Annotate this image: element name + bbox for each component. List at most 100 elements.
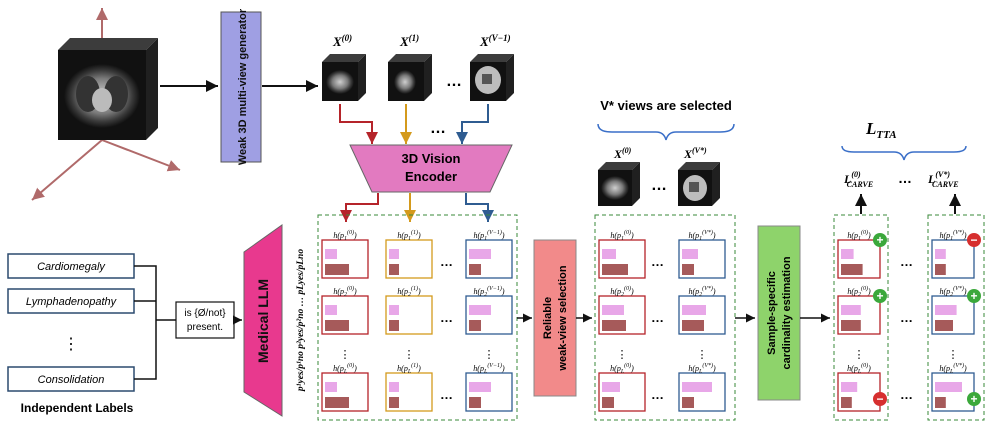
col-vdots: ⋮ [484,349,495,361]
selected-cell-0-0: h(p1(0)) [598,229,646,279]
weak-multiview-generator: Weak 3D multi-view generator [220,8,262,165]
generator-label: Weak 3D multi-view generator [237,8,249,165]
minus-badge: − [967,233,981,247]
col-vdots: ⋮ [617,349,628,361]
row-ellipsis: … [440,254,453,269]
cell-view0-label1: h(p2(0)) [321,285,369,335]
cell-view2-label2: h(pL(V−1)) [465,362,513,412]
selected-cube-vstar [678,162,720,206]
yes-probability-bar [682,382,712,392]
plus-badge: + [873,233,887,247]
yes-probability-bar [841,382,858,392]
yes-probability-bar [325,382,337,392]
selected-cube-0 [598,162,640,206]
cell-score-label: h(p2(0)) [847,285,871,298]
yes-probability-bar [935,382,962,392]
arrows-ellipsis: … [430,120,446,137]
svg-text:+: + [970,289,977,303]
minus-badge: − [873,392,887,406]
view-label-v-1: X(V−1) [479,33,511,49]
arrows-encoder-to-grid [340,193,494,222]
yes-probability-bar [469,305,491,315]
row-ellipsis: … [440,387,453,402]
selected-brace [597,123,735,141]
yes-probability-bar [389,249,399,259]
no-probability-bar [841,397,852,408]
cardinality-estimation: Sample-specific cardinality estimation [757,225,801,401]
cell-score-label: h(pL(0)) [610,362,634,375]
view-label-0: X(0) [332,33,352,49]
svg-text:−: − [876,392,883,406]
loss-cell-1-0: h(p1(V*)) [931,229,975,279]
no-probability-bar [469,397,481,408]
row-ellipsis: … [900,310,913,325]
loss-ellipsis: … [898,170,912,186]
no-probability-bar [841,320,861,331]
input-ct-volume [31,8,181,201]
cell-view0-label2: h(pL(0)) [321,362,369,412]
no-probability-bar [935,320,953,331]
label-box-cardiomegaly [7,253,135,279]
row-ellipsis: … [651,254,664,269]
yes-probability-bar [325,305,337,315]
row-ellipsis: … [651,387,664,402]
selection-line2: weak-view selection [557,265,569,371]
cell-score-label: h(p1(0)) [847,229,871,242]
grid-loss-frame-vstar [927,214,985,421]
cardinality-line1: Sample-specific [766,271,778,355]
yes-probability-bar [841,305,861,315]
selected-cell-1-1: h(p2(V*)) [678,285,726,335]
cell-score-label: h(p1(V*)) [688,229,715,242]
cell-score-label: h(pL(V*)) [688,362,716,375]
col-vdots: ⋮ [340,349,351,361]
cardinality-line2: cardinality estimation [781,256,793,369]
cell-score-label: h(p1(0)) [610,229,634,242]
cell-view1-label0: h(p1(1)) [385,229,433,279]
no-probability-bar [325,264,349,275]
no-probability-bar [841,264,863,275]
yes-probability-bar [469,249,491,259]
yes-probability-bar [602,382,620,392]
cell-view1-label2: h(pL(1)) [385,362,433,412]
cell-score-label: h(p1(V−1)) [473,229,504,242]
no-probability-bar [325,320,349,331]
label-text-lymphadenopathy: Lymphadenopathy [26,296,118,308]
view-label-1: X(1) [399,33,419,49]
grid-loss-frame-0 [833,214,889,421]
cell-score-label: h(pL(V*)) [939,362,967,375]
no-probability-bar [602,320,626,331]
no-probability-bar [935,264,946,275]
yes-probability-bar [841,249,854,259]
cell-score-label: h(p2(1)) [397,285,421,298]
cell-score-label: h(p1(0)) [333,229,357,242]
loss-brace [841,145,967,161]
yes-probability-bar [935,249,946,259]
weak-view-selection: Reliable weak-view selection [533,239,577,397]
cell-score-label: h(pL(1)) [397,362,421,375]
selected-views: V* views are selected X(0) X(V*) … [597,98,735,206]
plus-badge: + [873,289,887,303]
yes-probability-bar [682,305,706,315]
cell-view2-label0: h(p1(V−1)) [465,229,513,279]
cell-view2-label1: h(p2(V−1)) [465,285,513,335]
selected-cell-0-2: h(pL(0)) [598,362,646,412]
row-ellipsis: … [900,387,913,402]
no-probability-bar [389,264,399,275]
cell-score-label: h(pL(0)) [847,362,871,375]
no-probability-bar [602,397,614,408]
no-probability-bar [682,264,694,275]
svg-text:+: + [876,233,883,247]
cell-score-label: h(p1(V*)) [939,229,966,242]
loss-cell-0-0: h(p1(0)) [837,229,881,279]
no-probability-bar [389,397,399,408]
loss-cell-1-1: h(p2(V*)) [931,285,975,335]
grid-selected-frame [594,214,736,421]
yes-probability-bar [389,382,399,392]
selected-cell-1-2: h(pL(V*)) [678,362,726,412]
svg-text:−: − [970,233,977,247]
yes-probability-bar [469,382,491,392]
selected-label-0: X(0) [613,146,632,161]
loss-header: LTTA L(0)CARVE … L(V*)CARVE [841,119,967,214]
col-vdots: ⋮ [948,349,959,361]
